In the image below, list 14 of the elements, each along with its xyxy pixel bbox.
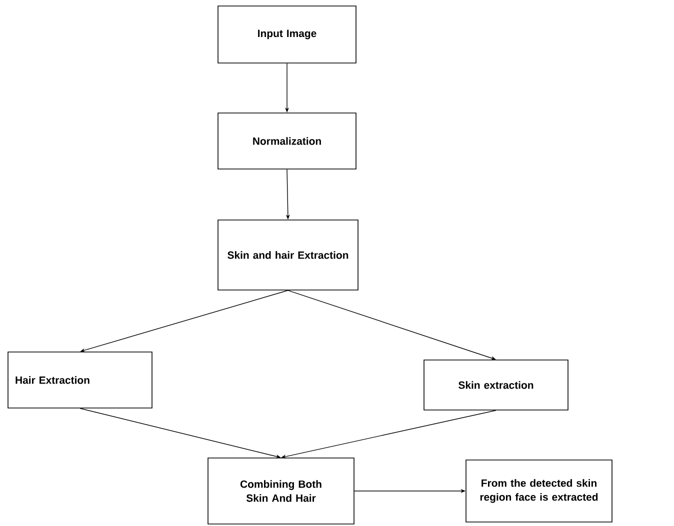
process-box	[8, 352, 152, 408]
process-box	[466, 460, 612, 522]
process-box	[424, 360, 568, 410]
box-text: Combining Both Skin And Hair	[240, 480, 322, 502]
box-text: Input Image	[258, 30, 316, 40]
box-text: Skin and hair Extraction	[228, 251, 348, 259]
process-box	[218, 220, 358, 290]
box-text: Normalization	[253, 137, 321, 145]
process-box	[218, 112, 356, 170]
box-text: From the detected skin region face is extracted	[480, 479, 598, 503]
box-text: Hair Extraction	[16, 376, 90, 384]
process-box	[218, 6, 356, 64]
box-text: Skin extraction	[458, 381, 534, 389]
process-box	[208, 458, 354, 524]
